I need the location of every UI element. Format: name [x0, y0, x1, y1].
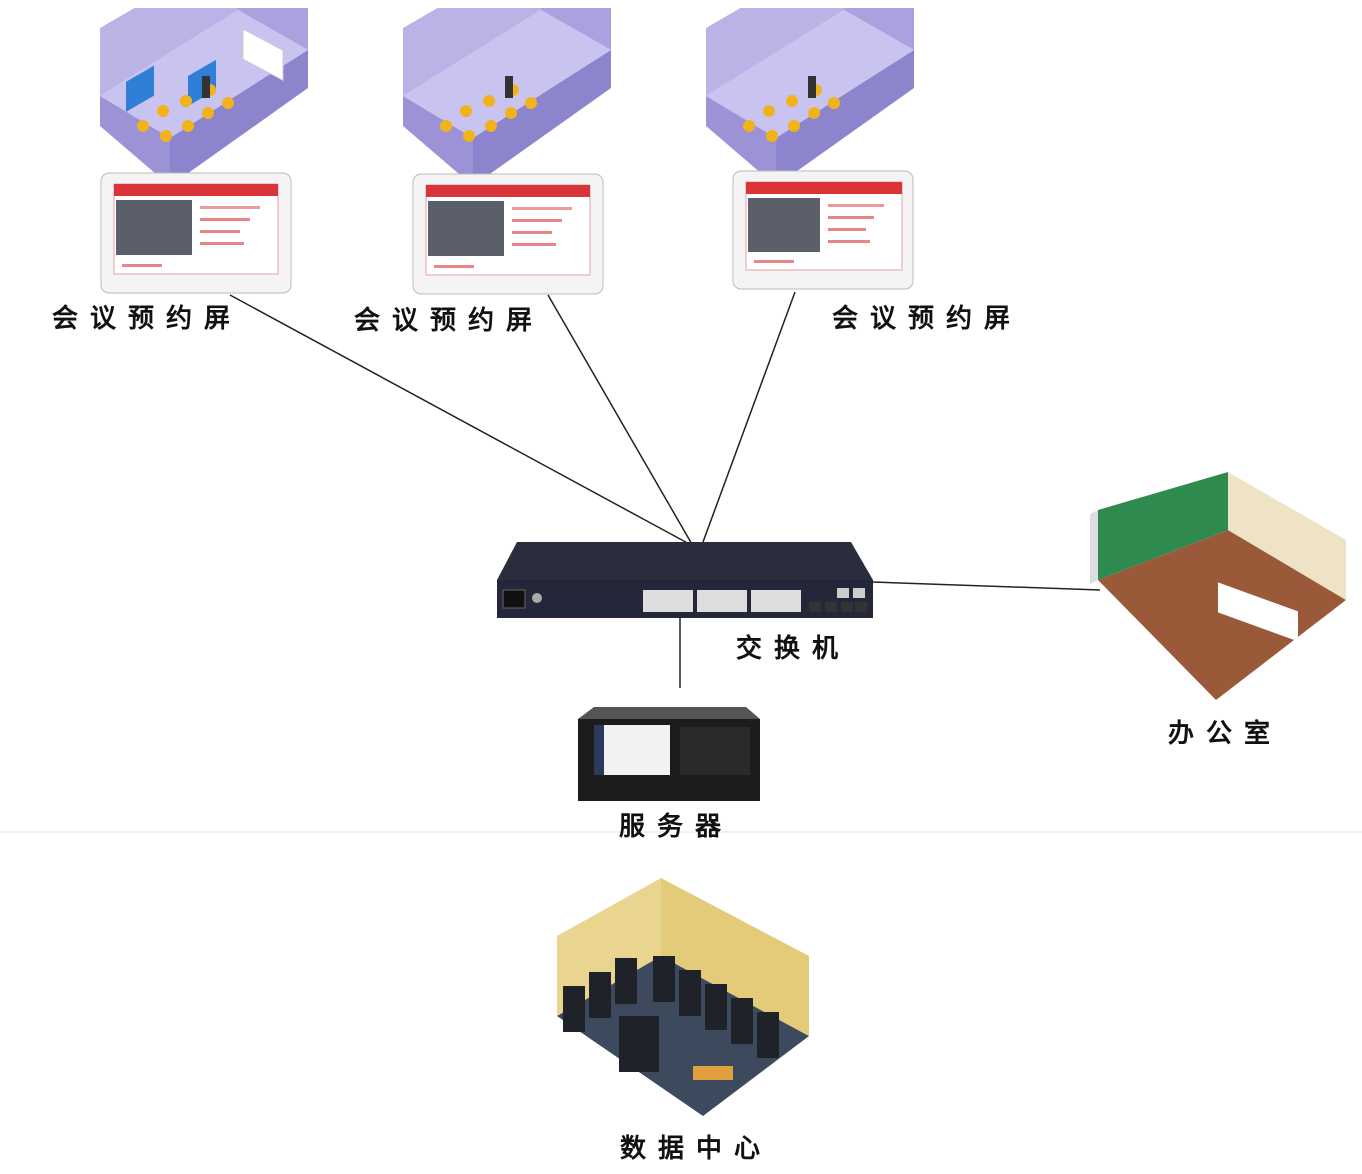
- meeting-room-illustration: [706, 8, 914, 186]
- booking-screen-3[interactable]: [732, 170, 914, 290]
- data-center-label: 数据中心: [620, 1134, 773, 1164]
- tablet-illustration: [412, 173, 604, 295]
- booking-screen-3-label: 会议预约屏: [832, 304, 1023, 334]
- data-center-illustration: [557, 878, 809, 1116]
- booking-screen-1[interactable]: [100, 172, 292, 294]
- booking-screen-2-label: 会议预约屏: [354, 306, 545, 336]
- data-center[interactable]: [553, 876, 813, 1120]
- network-switch[interactable]: [495, 540, 875, 620]
- server-illustration: [578, 707, 760, 801]
- link-screen1-switch: [229, 294, 694, 547]
- meeting-room-3: [704, 8, 916, 188]
- booking-screen-1-label: 会议预约屏: [52, 304, 243, 334]
- office-label: 办公室: [1168, 719, 1283, 749]
- link-screen2-switch: [547, 294, 694, 547]
- server[interactable]: [576, 705, 762, 803]
- office[interactable]: [1088, 470, 1350, 706]
- tablet-illustration: [732, 170, 914, 290]
- tablet-illustration: [100, 172, 292, 294]
- meeting-room-2: [401, 8, 613, 188]
- meeting-room-illustration: [100, 8, 308, 186]
- office-illustration: [1090, 472, 1346, 700]
- link-switch-office: [872, 581, 1101, 591]
- switch-label: 交换机: [736, 634, 851, 664]
- link-screen3-switch: [702, 291, 796, 543]
- server-label: 服务器: [619, 812, 734, 842]
- booking-screen-2[interactable]: [412, 173, 604, 295]
- meeting-room-1: [98, 8, 310, 188]
- meeting-room-illustration: [403, 8, 611, 186]
- switch-illustration: [497, 542, 873, 618]
